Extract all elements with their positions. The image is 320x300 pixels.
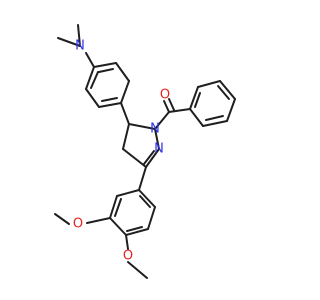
bond-n-aryl [85,52,95,68]
bond-c3-c4 [122,148,147,168]
bond-ring-a-5 [85,88,100,108]
bond-ring-b-double-2 [217,85,230,100]
bond-ring-c-1 [138,189,156,208]
bond-ring-b-2 [202,120,228,127]
bond-ring-a-2 [115,62,130,82]
bond-carbonyl-o-1 [163,100,170,113]
bond-ring-a-double-2 [101,97,118,102]
bond-ring-b-double-3 [194,92,201,108]
structure-svg: N N N O O O [0,0,300,300]
bond-carbonyl-o-2 [168,98,175,111]
bond-ring-b-4 [219,80,236,100]
bond-ring-a-1 [93,62,117,68]
bond-ring-b-6 [189,86,199,110]
bond-c5-n1 [128,123,156,130]
bond-ring-c-2 [147,206,156,230]
bond-ring-a-3 [120,80,130,104]
canvas-background [0,0,300,300]
bond-methoxy-2-o [125,234,129,250]
bond-methoxy-1-o [86,217,111,224]
bond-ring-b-1 [189,108,204,127]
nitrogen-label-pyrazoline-1: N [150,122,160,137]
bond-n1-n2 [154,128,160,150]
bond-ring-b-double-1 [205,115,224,121]
bond-ring-a-6 [85,66,95,90]
bond-aryl-c5 [120,102,130,125]
bond-c3-aryl [138,166,147,191]
bond-ring-a-double-3 [90,71,99,89]
bond-methoxy-1-ch3 [54,213,70,225]
bond-n-methyl-1 [57,37,81,47]
bond-c4-c5 [122,123,130,150]
bond-ring-a-double-1 [98,68,114,73]
bond-n2-c3-double-inner [143,150,155,165]
bond-ring-c-double-1 [139,195,151,208]
bond-ring-c-5 [109,195,118,219]
bond-ring-c-3 [125,228,149,236]
nitrogen-label-pyrazoline-2: N [154,142,164,157]
bond-ring-a-4 [98,102,122,108]
bond-n-methyl-2 [77,24,81,47]
molecule-diagram: N N N O O O [0,0,300,300]
nitrogen-label-dimethylamino: N [75,39,85,54]
bond-ring-c-double-2 [126,226,143,232]
bond-ring-c-4 [109,217,127,236]
bond-ring-c-double-3 [114,198,122,217]
oxygen-label-methoxy-1: O [73,217,83,232]
bond-methoxy-2-ch3 [127,261,148,279]
oxygen-label-carbonyl: O [160,88,170,103]
bond-n2-c3-double-outer [145,148,160,168]
bond-n1-carbonyl [154,111,170,130]
bond-ring-b-3 [226,98,236,122]
bond-ring-c-6 [116,189,140,197]
bond-ring-b-5 [197,80,221,88]
oxygen-label-methoxy-2: O [123,249,133,264]
bond-carbonyl-phenyl [168,108,191,113]
